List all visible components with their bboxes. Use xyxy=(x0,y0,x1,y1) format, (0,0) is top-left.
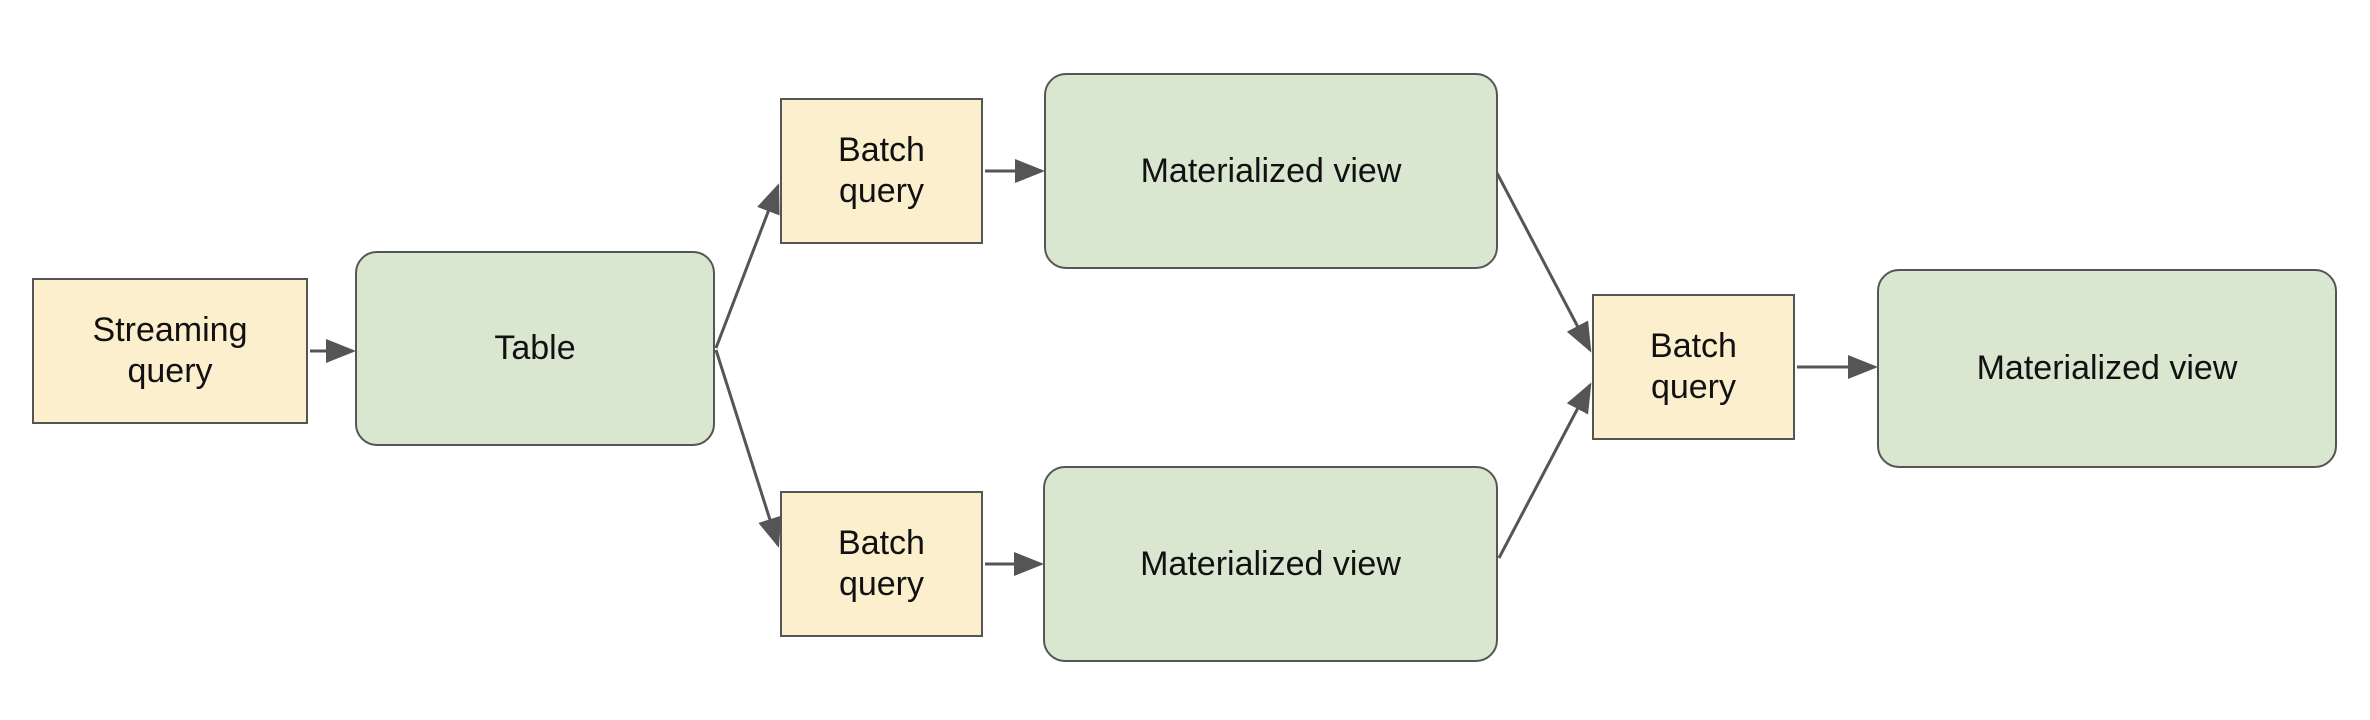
edge-table-to-batch-query-bottom xyxy=(714,349,782,548)
node-materialized-view-bottom[interactable]: Materialized view xyxy=(1043,466,1498,662)
node-materialized-view-final[interactable]: Materialized view xyxy=(1877,269,2337,468)
edge-materialized-view-bottom-to-batch-query-join xyxy=(1497,382,1592,559)
node-batch-query-bottom-label: Batch query xyxy=(838,524,925,603)
edge-materialized-view-top-to-batch-query-join xyxy=(1495,172,1592,353)
node-materialized-view-bottom-label: Materialized view xyxy=(1140,544,1401,583)
node-batch-query-top[interactable]: Batch query xyxy=(780,98,983,244)
edge-table-to-batch-query-top xyxy=(714,183,780,349)
node-table[interactable]: Table xyxy=(355,251,715,446)
node-table-label: Table xyxy=(494,329,576,368)
node-materialized-view-top[interactable]: Materialized view xyxy=(1044,73,1498,269)
node-batch-query-top-label: Batch query xyxy=(838,131,925,210)
node-materialized-view-final-label: Materialized view xyxy=(1976,349,2238,388)
node-streaming-query[interactable]: Streaming query xyxy=(32,278,308,424)
node-batch-query-join-label: Batch query xyxy=(1650,327,1737,406)
node-materialized-view-top-label: Materialized view xyxy=(1140,151,1402,190)
node-batch-query-join[interactable]: Batch query xyxy=(1592,294,1795,440)
node-batch-query-bottom[interactable]: Batch query xyxy=(780,491,983,637)
node-streaming-query-label: Streaming query xyxy=(92,311,248,390)
